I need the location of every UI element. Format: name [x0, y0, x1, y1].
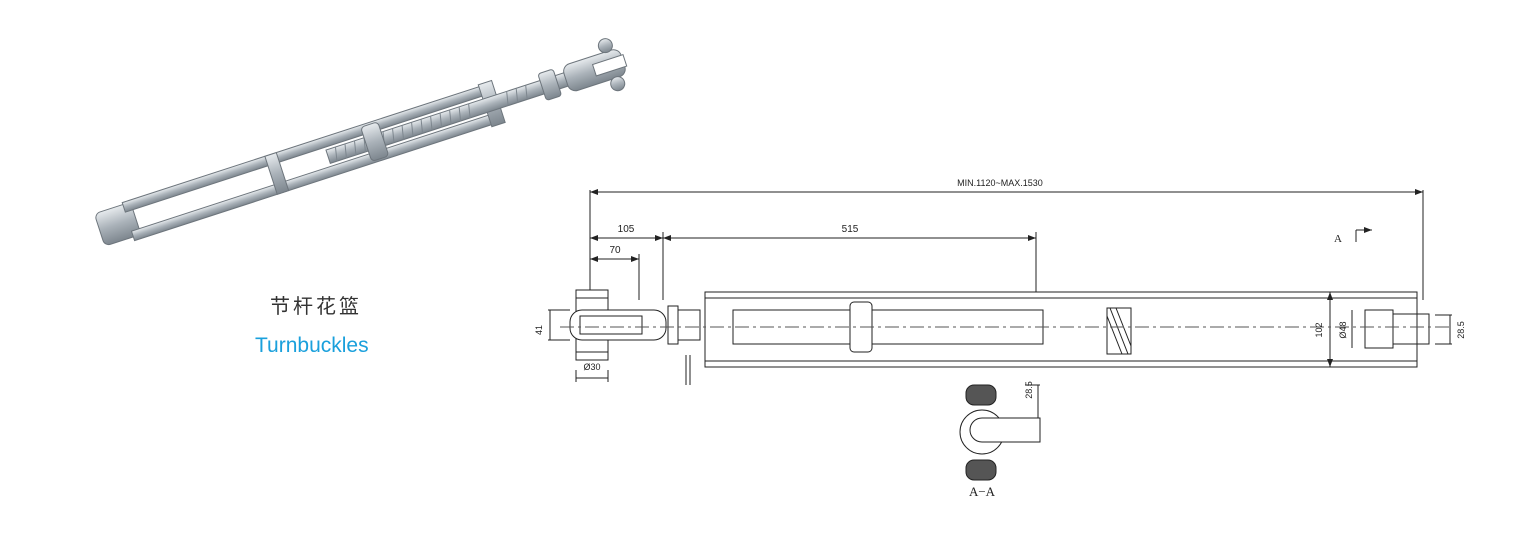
- dim-d48-label: Ø48: [1338, 321, 1348, 338]
- section-mark-a: A: [1334, 233, 1342, 245]
- dim-105-label: 105: [618, 224, 635, 235]
- product-name-english: Turnbuckles: [255, 334, 369, 357]
- turnbuckle-photo: [95, 38, 628, 246]
- product-name-chinese: 节杆花篮: [270, 294, 362, 318]
- overall-length-label: MIN.1120~MAX.1530: [957, 178, 1043, 188]
- dim-d30-label: Ø30: [583, 362, 600, 372]
- technical-drawing: MIN.1120~MAX.1530 105 515 70 41 Ø30 102 …: [534, 178, 1466, 499]
- dim-70-label: 70: [609, 245, 621, 256]
- dim-28-5-section-label: 28.5: [1024, 381, 1034, 399]
- dim-28-5-right-label: 28.5: [1456, 321, 1466, 339]
- dim-41-label: 41: [534, 325, 544, 335]
- section-view-label: A−A: [969, 484, 996, 499]
- dim-102-label: 102: [1314, 322, 1324, 337]
- dim-515-label: 515: [842, 224, 859, 235]
